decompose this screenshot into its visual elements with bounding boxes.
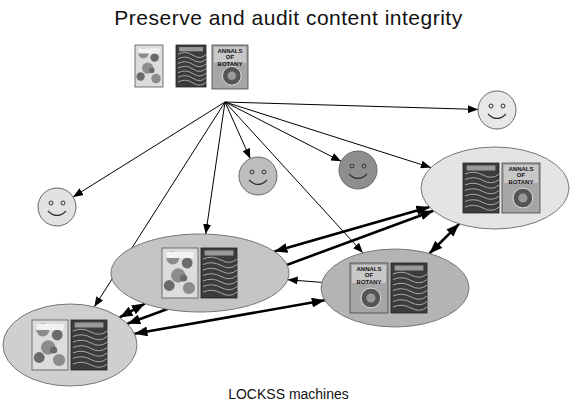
book-cover <box>212 45 248 89</box>
distribution-arrow <box>225 102 341 161</box>
book-cover <box>135 45 163 87</box>
diagram-title: Preserve and audit content integrity <box>0 6 577 30</box>
node-outline <box>420 146 570 230</box>
book-cover <box>201 248 237 298</box>
node-outline <box>110 233 290 313</box>
book-cover <box>176 45 207 87</box>
audit-link <box>120 304 145 318</box>
lockss-machine <box>110 233 290 313</box>
node-outline <box>320 248 470 328</box>
diagram-caption: LOCKSS machines <box>0 386 577 402</box>
publisher-journals: ANNALS OF BOTANY <box>130 42 250 102</box>
journal-title: ANNALS OF BOTANY <box>214 48 246 67</box>
book-cover <box>391 263 427 313</box>
person-icon <box>338 150 378 190</box>
distribution-arrow <box>73 102 225 197</box>
node-outline <box>2 303 138 387</box>
node-outline <box>238 156 278 196</box>
person-icon <box>238 156 278 196</box>
lockss-machine <box>2 303 138 387</box>
person-icon <box>477 90 517 130</box>
audit-link <box>274 207 429 252</box>
book-cover <box>350 263 388 313</box>
book-cover <box>32 320 68 370</box>
book-cover <box>71 320 107 370</box>
journal-title: ANNALS OF BOTANY <box>352 266 386 285</box>
audit-link <box>430 224 460 254</box>
distribution-arrow <box>225 102 250 159</box>
distribution-arrow <box>225 102 478 109</box>
node-outline <box>338 150 378 190</box>
book-cover <box>162 248 198 298</box>
lockss-machine: ANNALS OF BOTANY <box>320 248 470 328</box>
book-cover <box>502 163 540 213</box>
journal-title: ANNALS OF BOTANY <box>504 166 538 185</box>
person-icon <box>37 187 77 227</box>
node-outline <box>37 187 77 227</box>
book-cover <box>463 163 499 213</box>
distribution-arrow <box>206 102 225 234</box>
node-outline <box>477 90 517 130</box>
lockss-machine: ANNALS OF BOTANY <box>420 146 570 230</box>
distribution-arrow <box>288 280 322 283</box>
